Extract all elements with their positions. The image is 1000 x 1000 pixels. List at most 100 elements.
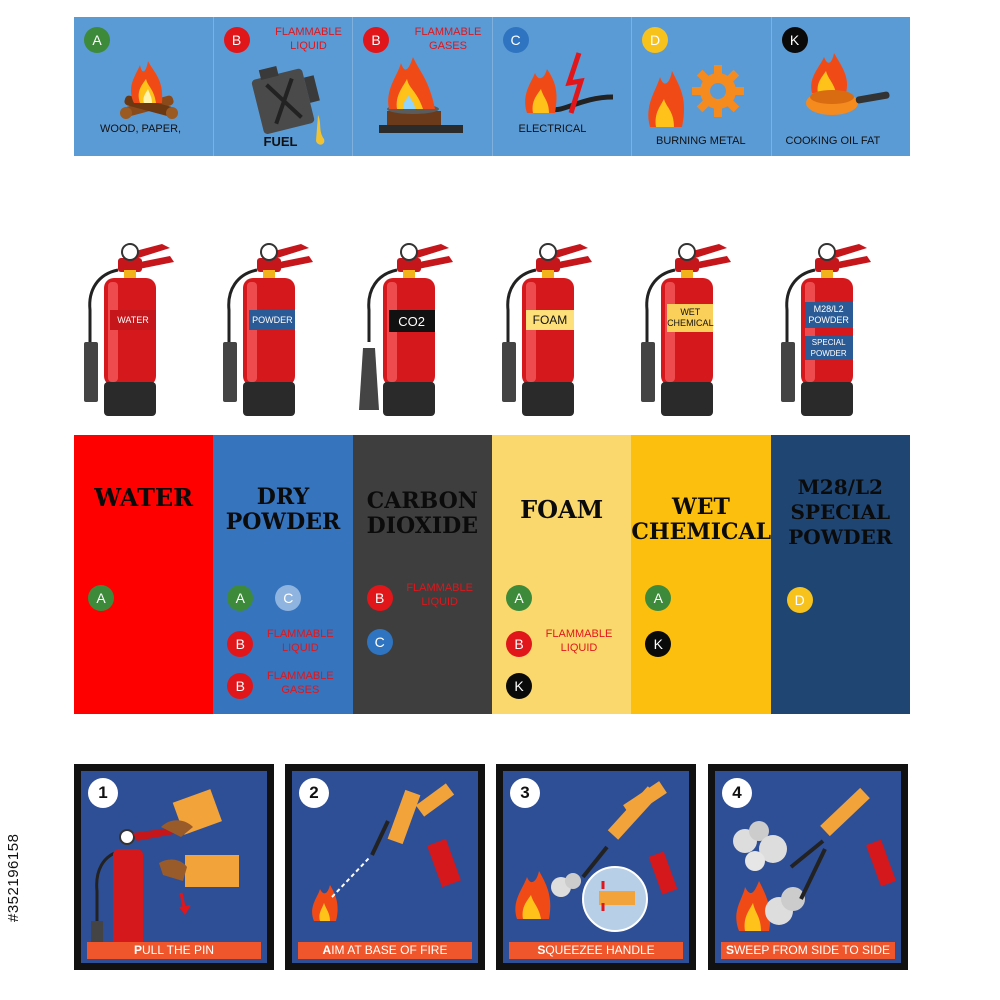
class-caption: ELECTRICAL [518,123,587,135]
extinguisher-label: WATER [110,310,156,330]
type-column-3: CARBON DIOXIDE B FLAMMABLE LIQUID C [352,435,492,714]
type-title: WET CHEMICAL [631,494,772,545]
campfire-icon [120,61,178,119]
step-caption-initial: P [133,943,142,957]
extinguisher-row: WATER POWDER CO2 FOAM [74,230,910,425]
class-note: FLAMMABLE GASES [267,670,334,696]
burning-metal-gear-icon [648,65,744,127]
step-caption: SQUEEZEE HANDLE [509,942,683,959]
fire-class-d-cell: D [632,17,772,156]
extinguisher-icon [501,243,592,416]
fire-class-b-liquid-cell: B FLAMMABLE LIQUID FUEL [214,17,353,156]
extinguisher-label: M28/L2 POWDER [804,302,853,328]
step-number: 2 [299,778,329,808]
extinguisher-icon [84,243,174,416]
step-caption-initial: A [322,943,332,957]
class-caption: COOKING OIL FAT [785,135,881,147]
fire-class-k-cell: K COOKING OIL FAT [772,17,911,156]
class-badge-b: B [227,673,254,699]
fire-class-b-gases-cell: B FLAMMABLE GASES [353,17,493,156]
class-badge-c: C [366,629,393,655]
class-badge-d: D [786,587,813,613]
step-2: 2 AIM AT BASE OF FIRE [285,764,485,970]
fire-class-strip: A WOOD, PAPER, B [74,17,910,156]
extinguisher-4: FOAM [492,230,631,425]
extinguisher-2: POWDER [213,230,352,425]
extinguisher-label-secondary: SPECIAL POWDER [804,336,853,360]
class-note: FLAMMABLE GASES [414,26,482,52]
step-number: 1 [88,778,118,808]
type-column-1: WATER A [74,435,214,714]
extinguisher-icon [223,243,314,416]
step-panel: 2 AIM AT BASE OF FIRE [292,771,478,963]
type-column-6: M28/L2 SPECIAL POWDER D [770,435,910,714]
extinguisher-label: WET CHEMICAL [667,304,714,332]
type-title: DRY POWDER [225,484,341,535]
class-badge: B [223,27,250,53]
step-number: 3 [510,778,540,808]
class-badge: B [363,27,389,53]
fire-class-a-cell: A WOOD, PAPER, [74,17,214,156]
class-caption: BURNING METAL [656,135,746,147]
step-caption-rest: QUEEZEE HANDLE [545,943,655,957]
type-title: FOAM [520,495,604,524]
step-caption-initial: S [537,943,546,957]
class-badge: K [781,27,808,53]
class-badge: C [502,27,529,53]
extinguisher-label: POWDER [249,310,296,330]
step-illustration-icon [312,783,461,921]
type-title: WATER [94,483,194,512]
extinguisher-5: WET CHEMICAL [631,230,770,425]
type-title: M28/L2 SPECIAL POWDER [788,475,893,549]
stock-image-id: #352196158 [5,833,22,923]
step-caption-rest: IM AT BASE OF FIRE [331,943,448,957]
step-caption: SWEEP FROM SIDE TO SIDE [721,942,895,959]
class-caption: FUEL [263,134,298,149]
class-badge-c: C [275,585,302,611]
step-illustration-icon [91,789,239,959]
extinguisher-3: CO2 [353,230,492,425]
step-illustration-icon [733,787,897,931]
step-4: 4 SWEEP FROM SIDE TO SIDE [708,764,908,970]
extinguisher-label: FOAM [525,310,574,330]
step-number: 4 [722,778,752,808]
extinguisher-6: M28/L2 POWDER SPECIAL POWDER [771,230,910,425]
frying-pan-icon [805,53,890,115]
fire-class-c-cell: C ELECTRICAL [493,17,632,156]
gas-burner-icon [379,57,463,133]
class-badge: D [642,27,668,53]
usage-steps: 1 PULL THE PIN 2 AIM AT BASE OF FIRE 3 S… [74,764,910,970]
class-badge-a: A [88,585,114,611]
class-note: FLAMMABLE LIQUID [267,628,334,654]
class-badge-b: B [366,585,393,611]
electrical-plug-icon [524,52,613,114]
extinguisher-icon [358,243,453,416]
class-note: FLAMMABLE LIQUID [545,628,613,654]
step-panel: 1 PULL THE PIN [81,771,267,963]
class-caption: WOOD, PAPER, [100,123,182,135]
class-badge-a: A [227,585,254,611]
extinguisher-label: CO2 [388,310,435,332]
extinguisher-1: WATER [74,230,213,425]
step-panel: 3 SQUEEZEE HANDLE [503,771,689,963]
class-note: FLAMMABLE LIQUID [275,26,342,52]
step-caption-rest: WEEP FROM SIDE TO SIDE [733,943,891,957]
class-badge-b: B [505,631,532,657]
step-caption: PULL THE PIN [87,942,261,959]
type-title: CARBON DIOXIDE [366,488,478,539]
class-badge-b: B [227,631,254,657]
step-illustration-icon [515,781,678,932]
step-3: 3 SQUEEZEE HANDLE [496,764,696,970]
fuel-can-icon [251,65,324,145]
class-badge-k: K [645,631,672,657]
step-caption-initial: S [725,943,734,957]
step-1: 1 PULL THE PIN [74,764,274,970]
step-caption-rest: ULL THE PIN [141,943,215,957]
class-note: FLAMMABLE LIQUID [406,582,473,608]
step-panel: 4 SWEEP FROM SIDE TO SIDE [715,771,901,963]
class-badge-a: A [505,585,532,611]
